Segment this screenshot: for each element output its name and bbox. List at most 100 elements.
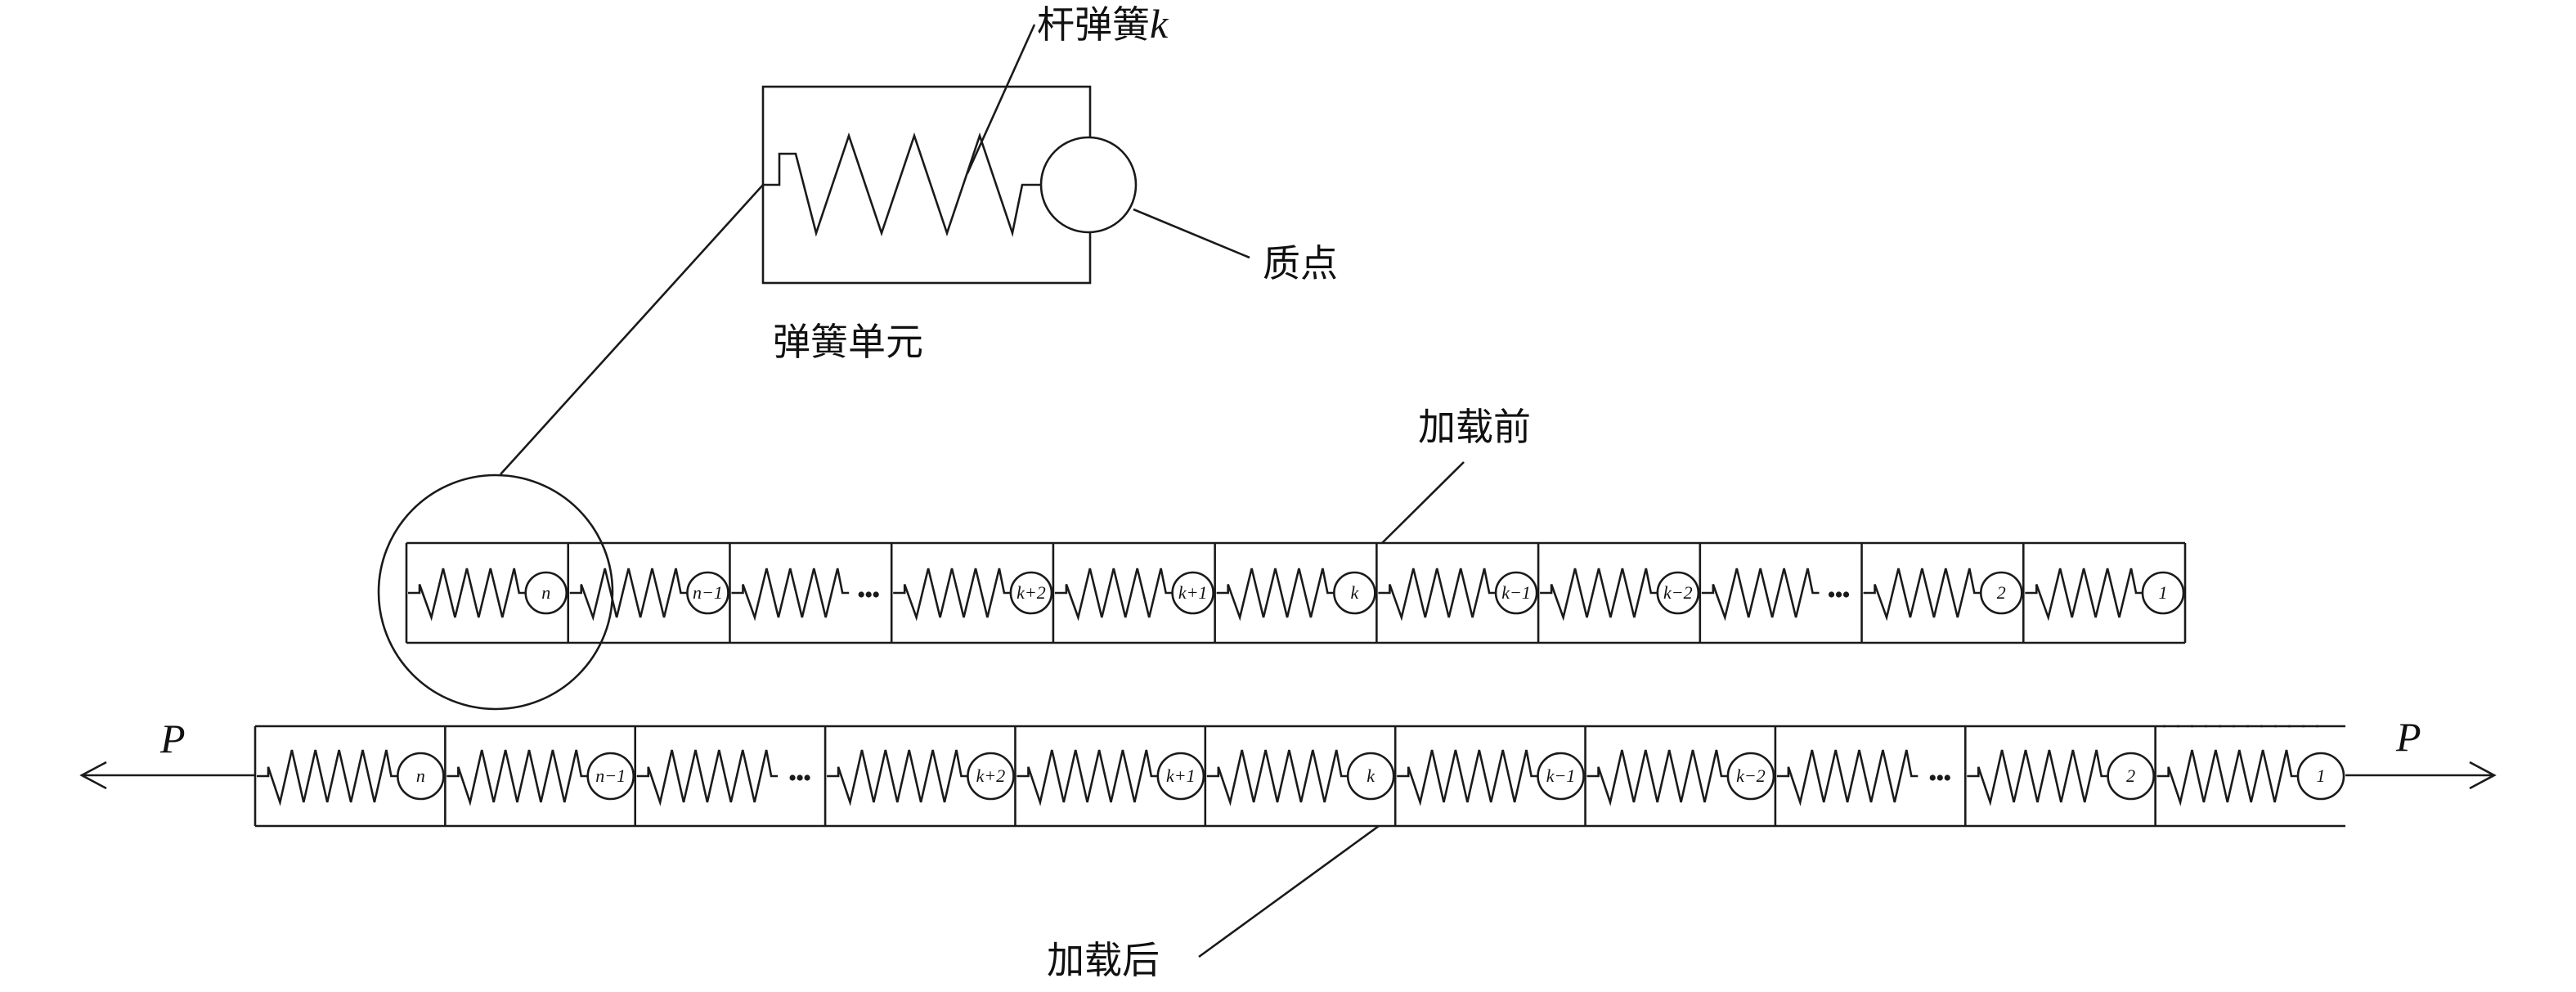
spring-cell: k−2 [1586, 726, 1777, 826]
rod-spring-label: 杆弹簧k [1037, 1, 1169, 47]
spring-zigzag [2025, 568, 2143, 622]
spring-unit-label: 弹簧单元 [773, 320, 923, 364]
spring-cell: 1 [2025, 568, 2185, 622]
ellipsis-dot [797, 774, 803, 781]
spring-zigzag [1397, 749, 1538, 806]
mass-node-circle [1156, 752, 1205, 801]
spring-zigzag [408, 568, 526, 622]
mass-node-circle [1494, 571, 1538, 615]
spring-zigzag [1967, 749, 2108, 806]
spring-zigzag [1586, 749, 1728, 806]
ellipsis-cell [1776, 726, 1967, 826]
mass-node-label: 1 [2159, 582, 2168, 603]
ellipsis-dot [1828, 591, 1835, 598]
before-loading-leader [1381, 461, 1465, 544]
spring-zigzag [893, 568, 1011, 622]
mass-node-label: n−1 [693, 582, 723, 603]
ellipsis-dot [804, 774, 810, 781]
ellipsis-dot [1842, 591, 1850, 598]
mass-node-circle [2107, 752, 2155, 801]
mass-node-circle [1346, 752, 1395, 801]
spring-cell: k [1216, 543, 1378, 643]
ellipsis-cell [636, 726, 827, 826]
spring-cell: k−2 [1540, 543, 1702, 643]
spring-zigzag [1378, 568, 1497, 622]
mass-node-label: n [541, 582, 550, 603]
rod-spring-leader [966, 24, 1036, 174]
spring-zigzag [1540, 568, 1658, 622]
mass-node-label: k [1350, 582, 1359, 603]
ellipsis-cell [1701, 543, 1863, 643]
ellipsis-dot [865, 591, 872, 598]
spring-zigzag [1863, 568, 1981, 622]
mass-node-label: k−1 [1501, 582, 1531, 603]
after-loading-leader [1198, 824, 1380, 958]
spring-zigzag [1776, 749, 1919, 806]
mass-node-circle [524, 571, 568, 615]
ellipsis-cell [731, 543, 893, 643]
mass-node-label: 2 [1997, 582, 2006, 603]
mass-node-circle [1009, 571, 1053, 615]
mass-node-circle [2296, 752, 2345, 801]
mass-node-label: 1 [2317, 765, 2326, 786]
spring-zigzag [1701, 568, 1820, 622]
mass-node-circle [397, 752, 445, 801]
spring-zigzag [569, 568, 688, 622]
mass-node-label: k−2 [1736, 765, 1766, 786]
before-loading-label: 加载前 [1418, 405, 1531, 449]
mass-node-label: k+2 [976, 765, 1006, 786]
spring-zigzag [636, 749, 779, 806]
mass-node-label: n−1 [595, 765, 626, 786]
spring-cell: k+1 [1054, 543, 1216, 643]
mass-point-label: 质点 [1263, 241, 1338, 285]
ellipsis-dot [1835, 591, 1842, 598]
spring-cell: k−1 [1378, 543, 1540, 643]
mass-point-circle [1039, 136, 1138, 234]
spring-zigzag [257, 749, 398, 806]
spring-cell: n [408, 543, 570, 643]
spring-cell: 2 [1863, 543, 2025, 643]
mass-node-circle [1979, 571, 2023, 615]
mass-node-label: 2 [2126, 765, 2135, 786]
mass-node-circle [586, 752, 635, 801]
spring-cell: k [1206, 726, 1397, 826]
spring-cell: k+2 [827, 726, 1016, 826]
force-arrow-left [79, 761, 255, 790]
mass-node-label: k+1 [1178, 582, 1208, 603]
mass-node-circle [967, 752, 1015, 801]
spring-zigzag [1054, 568, 1173, 622]
ellipsis-dot [858, 591, 864, 598]
spring-zigzag [827, 749, 968, 806]
mass-node-label: k−2 [1663, 582, 1693, 603]
chain-after-loading: n n−1 k+2 k+1 k k−1 k−2 2 1 [254, 725, 2345, 828]
ellipsis-dot [789, 774, 796, 781]
rod-spring-zigzag [763, 132, 1043, 238]
ellipsis-dot [1936, 774, 1943, 781]
spring-unit-detail: 杆弹簧k 质点 弹簧单元 [761, 1, 1338, 364]
force-label-left: P [159, 716, 186, 761]
spring-cell: n−1 [569, 543, 731, 643]
spring-cell: n [257, 726, 447, 826]
mass-node-circle [1726, 752, 1775, 801]
mass-node-circle [686, 571, 729, 615]
spring-zigzag [1206, 749, 1349, 806]
after-loading-label: 加载后 [1047, 938, 1160, 982]
ellipsis-dot [873, 591, 879, 598]
zoom-leader-line [500, 184, 764, 475]
spring-cell: k+2 [893, 543, 1055, 643]
mass-node-circle [1537, 752, 1585, 801]
mass-node-label: k+1 [1166, 765, 1196, 786]
spring-cell: k−1 [1397, 726, 1586, 826]
spring-cell: k+1 [1016, 726, 1207, 826]
mass-node-label: n [416, 765, 425, 786]
ellipsis-dot [1944, 774, 1950, 781]
spring-cell: 1 [2156, 749, 2345, 806]
mass-node-label: k−1 [1546, 765, 1576, 786]
mass-node-label: k [1367, 765, 1376, 786]
mass-node-label: k+2 [1016, 582, 1046, 603]
spring-zigzag [1216, 568, 1335, 622]
spring-zigzag [1016, 749, 1158, 806]
spring-cell: 2 [1967, 726, 2156, 826]
mass-node-circle [1656, 571, 1700, 615]
